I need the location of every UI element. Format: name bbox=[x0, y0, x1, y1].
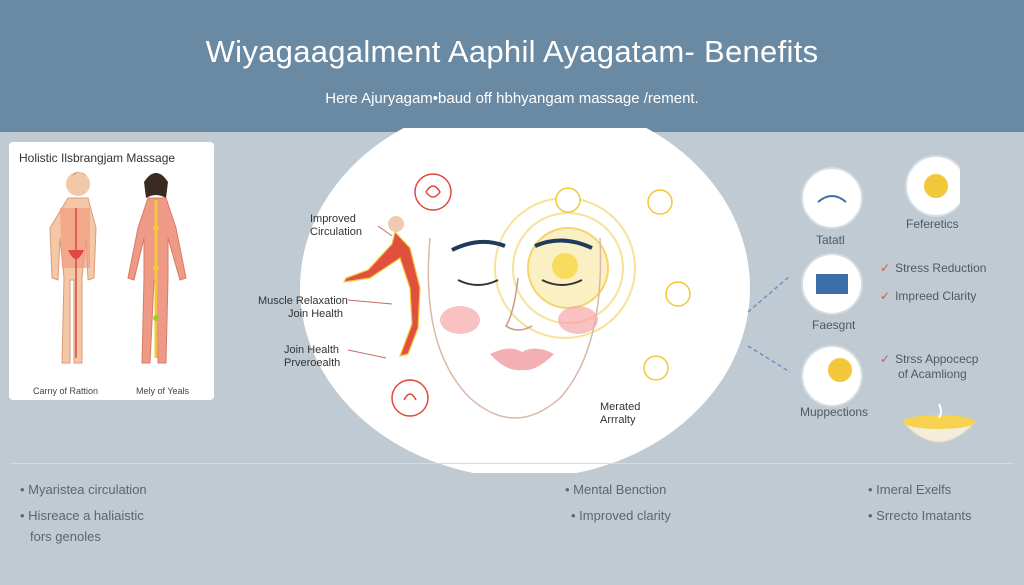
benefit-item-clarity: ✓Impreed Clarity bbox=[880, 289, 977, 303]
bottom-col-2: • Mental Benction • Improved clarity bbox=[565, 482, 671, 523]
header-banner: Wiyagaagalment Aaphil Ayagatam- Benefits… bbox=[0, 0, 1024, 132]
face-illustration bbox=[300, 128, 750, 473]
icon-label-3: Faesgnt bbox=[812, 318, 856, 332]
anatomy-card-title: Holistic Ilsbrangjam Massage bbox=[19, 151, 176, 165]
benefit-item-stress: ✓Stress Reduction bbox=[880, 261, 987, 275]
divider bbox=[10, 463, 1014, 464]
icon-label-1: Tatatl bbox=[816, 233, 845, 247]
right-icons bbox=[747, 155, 960, 407]
bottom-col-3: • Imeral Exelfs • Srrecto Imatants bbox=[868, 482, 972, 523]
caption-left: Carny of Rattion bbox=[33, 386, 99, 396]
benefit-item-appocecp: ✓Strss Appocecp of Acamliong bbox=[880, 352, 979, 381]
massage-icon bbox=[801, 167, 863, 229]
oil-bowl-icon bbox=[901, 403, 977, 443]
page-subtitle: Here Ajuryagam•baud off hbhyangam massag… bbox=[325, 90, 699, 107]
runner-figure bbox=[342, 216, 421, 357]
page-title: Wiyagaagalment Aaphil Ayagatam- Benefits bbox=[205, 34, 819, 69]
bottom-col-1: • Myaristea circulation • Hisreace a hal… bbox=[20, 482, 147, 544]
male-figure bbox=[49, 172, 97, 364]
caption-right: Mely of Yeals bbox=[136, 386, 190, 396]
icon-label-2: Feferetics bbox=[906, 217, 959, 231]
female-figure bbox=[127, 173, 187, 364]
anatomy-illustration bbox=[49, 172, 187, 364]
icon-label-4: Muppections bbox=[800, 405, 869, 419]
